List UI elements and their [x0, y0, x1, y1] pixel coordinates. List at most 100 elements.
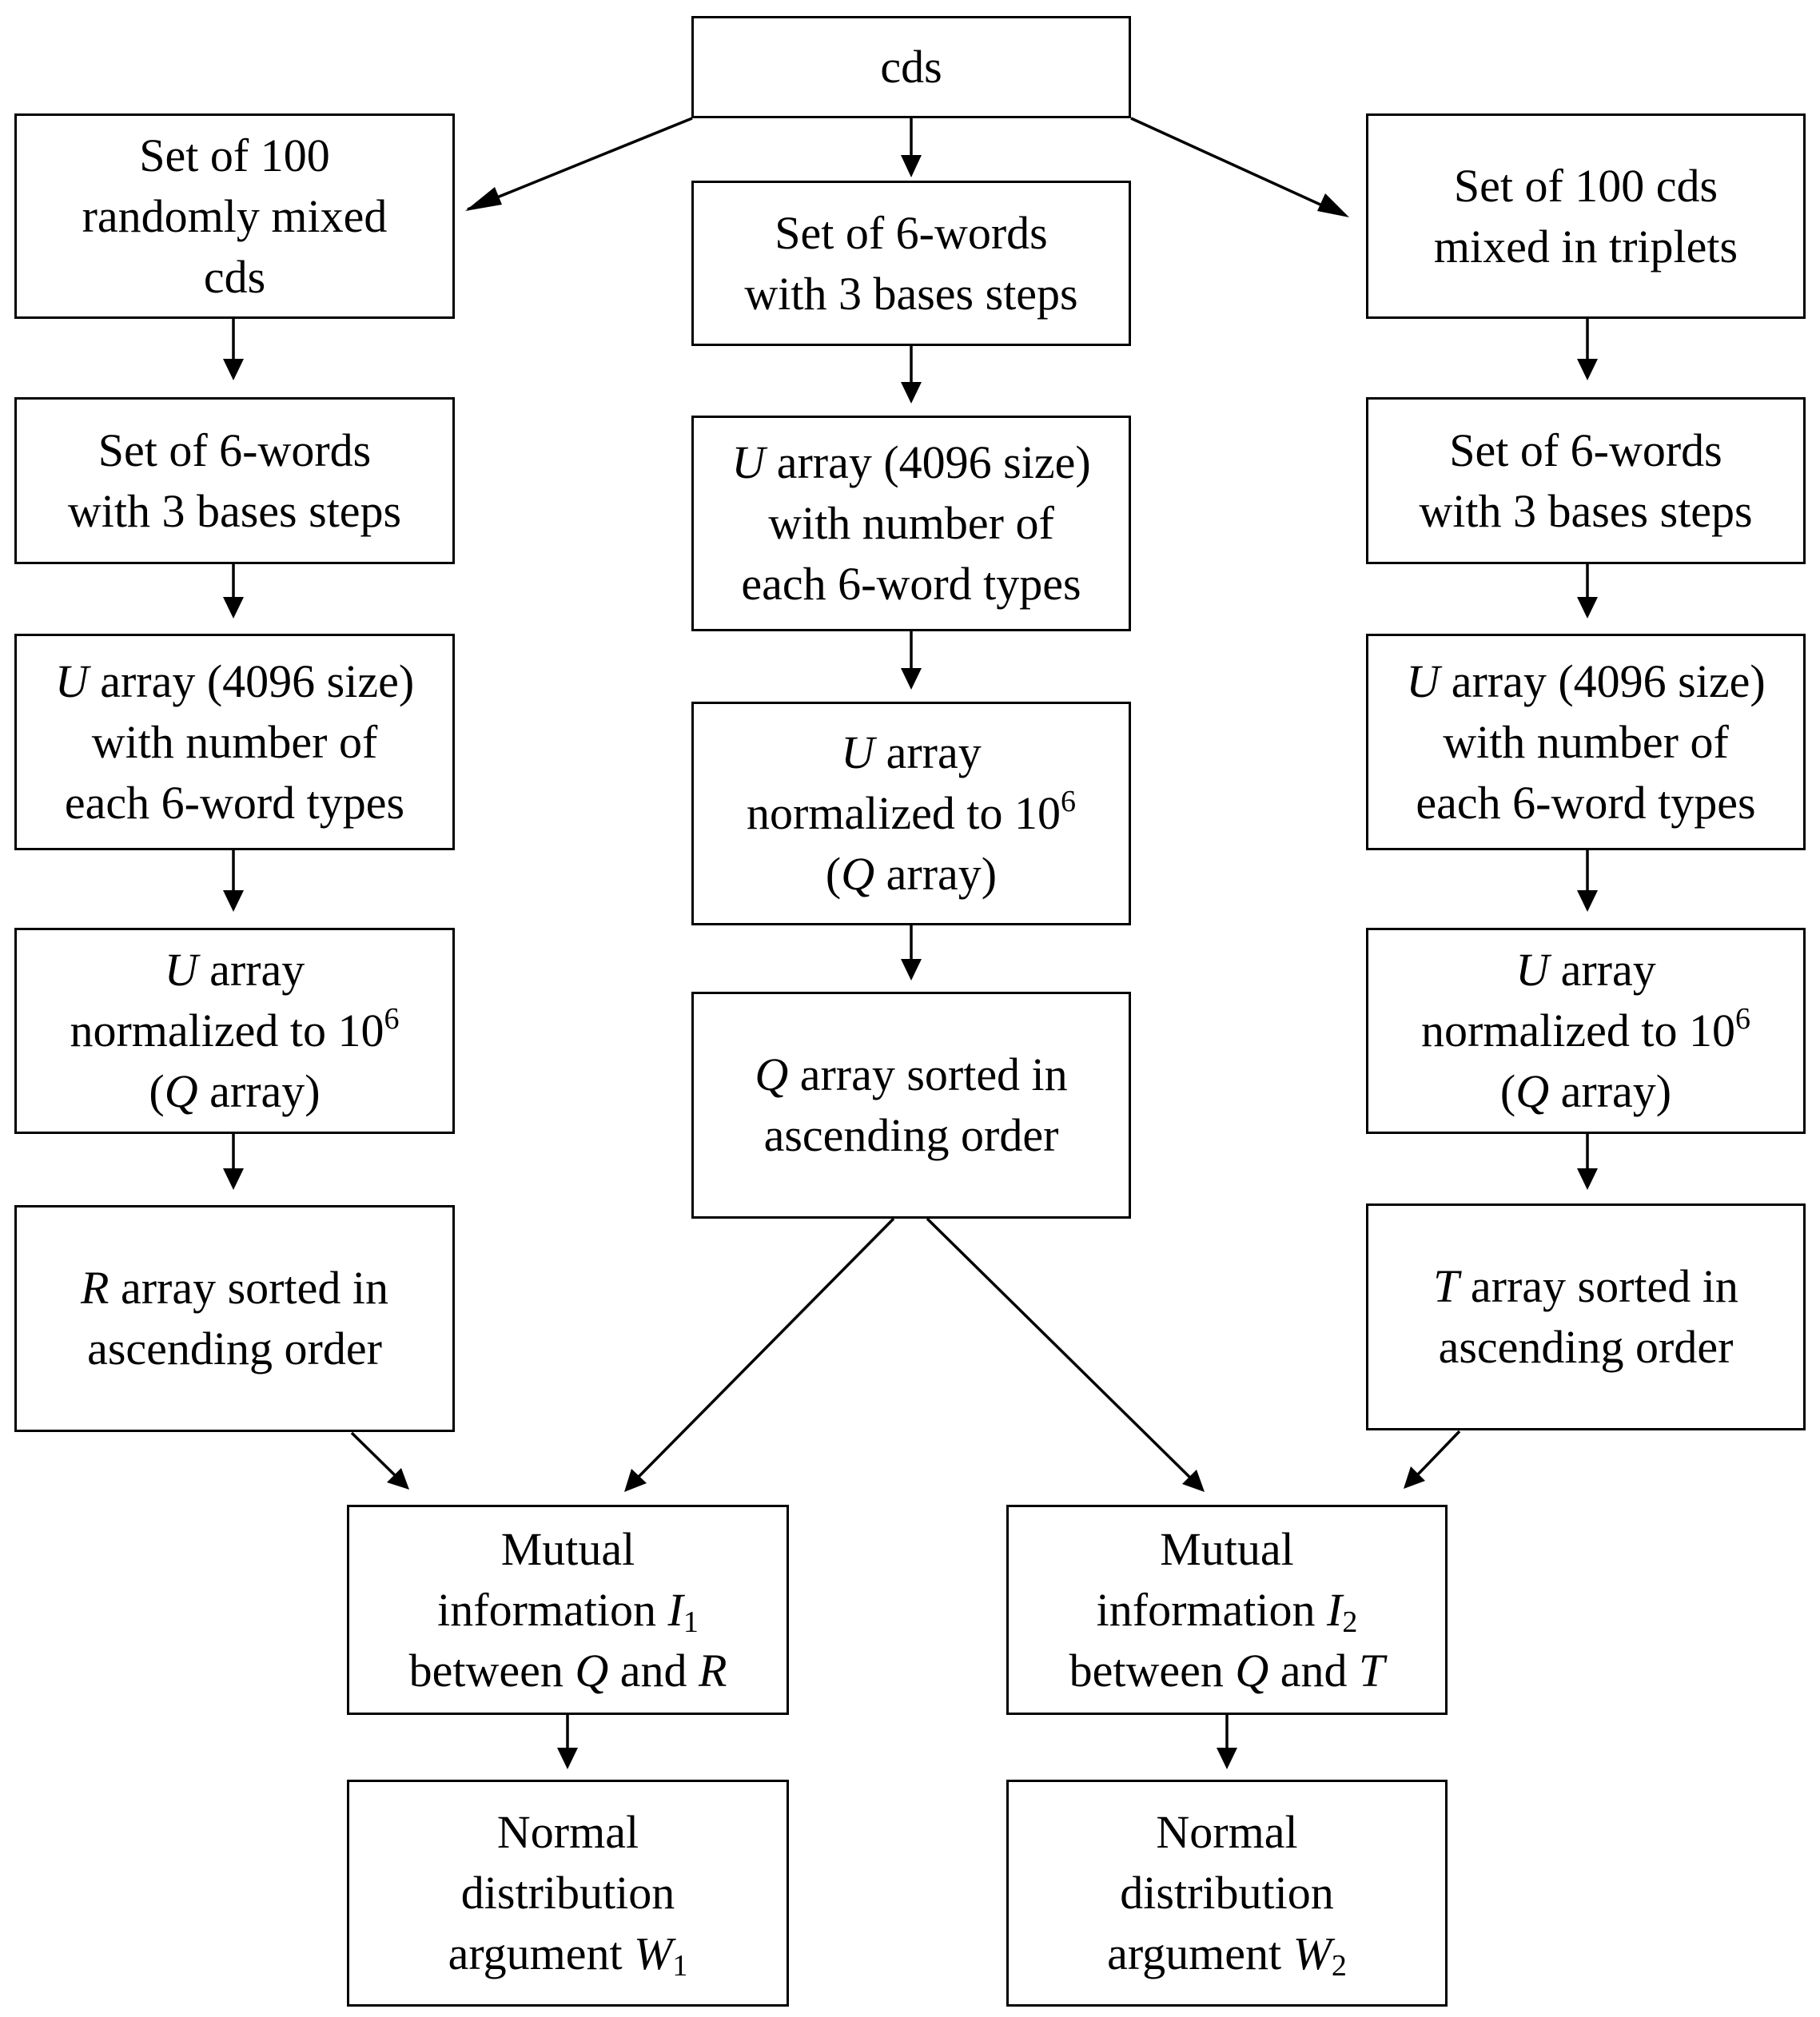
text-run: ascending order	[763, 1109, 1059, 1161]
box-text-line: each 6-word types	[741, 554, 1081, 615]
box-text-line: T array sorted in	[1433, 1256, 1738, 1317]
arrow-q-sorted-to-mi1	[624, 1217, 895, 1492]
text-run: with number of	[1443, 715, 1729, 768]
box-text-line: with number of	[1443, 712, 1729, 773]
box-text-line: R array sorted in	[81, 1258, 388, 1319]
text-run: (	[825, 848, 842, 900]
arrow-t-sorted-to-mi2	[1404, 1430, 1461, 1489]
box-text-line: U array	[841, 722, 982, 783]
box-text-line: argument W1	[448, 1924, 688, 1984]
arrow-mi2-to-nd2	[1217, 1715, 1237, 1769]
box-text-line: information I2	[1097, 1580, 1358, 1641]
text-run: argument	[448, 1927, 635, 1979]
box-text-line: each 6-word types	[1416, 773, 1755, 833]
box-text-line: Mutual	[501, 1519, 635, 1580]
text-run: and	[1268, 1644, 1360, 1697]
box-text-line: between Q and T	[1069, 1641, 1385, 1701]
text-run: with 3 bases steps	[1419, 484, 1753, 537]
text-run: each 6-word types	[741, 558, 1081, 610]
box-text-line: ascending order	[1439, 1317, 1734, 1378]
text-run: with number of	[91, 715, 378, 768]
box-text-line: Set of 100	[139, 125, 329, 186]
italic-symbol: U	[1406, 654, 1440, 707]
text-run: each 6-word types	[1416, 776, 1756, 829]
box-text-line: Normal	[497, 1802, 639, 1863]
text-run: and	[608, 1644, 699, 1697]
italic-symbol: Q	[755, 1048, 789, 1100]
box-text-line: information I1	[437, 1580, 699, 1641]
superscript: 6	[384, 1002, 400, 1036]
text-run: (	[149, 1065, 165, 1117]
text-run: Set of 6-words	[98, 424, 372, 476]
box-text-line: (Q array)	[826, 844, 997, 905]
text-run: cds	[880, 41, 942, 93]
arrow-left-1-2	[223, 319, 244, 380]
box-text-line: with number of	[92, 712, 378, 773]
arrow-right-2-3	[1577, 564, 1598, 619]
text-run: ascending order	[87, 1323, 382, 1375]
box-text-line: normalized to 106	[70, 1001, 399, 1061]
text-run: cds	[203, 250, 266, 303]
italic-symbol: Q	[841, 848, 875, 900]
subscript: 2	[1331, 1949, 1347, 1983]
box-text-line: with number of	[768, 493, 1054, 554]
text-run: array	[1549, 944, 1656, 996]
box-text-line: (Q array)	[149, 1061, 320, 1122]
box-text-line: normalized to 106	[1421, 1001, 1750, 1061]
text-run: ascending order	[1438, 1321, 1734, 1373]
text-run: Mutual	[500, 1522, 635, 1575]
box-text-line: between Q and R	[409, 1641, 727, 1701]
box-text-line: with 3 bases steps	[1419, 481, 1752, 542]
box-text-line: Normal	[1156, 1802, 1297, 1863]
box-text-line: mixed in triplets	[1434, 217, 1738, 277]
text-run: array (4096 size)	[765, 436, 1091, 488]
text-run: Normal	[1156, 1806, 1298, 1858]
box-text-line: Set of 6-words	[775, 203, 1048, 264]
text-run: array sorted in	[788, 1048, 1068, 1100]
italic-symbol: U	[164, 944, 198, 996]
text-run: array sorted in	[109, 1262, 388, 1314]
text-run: argument	[1107, 1927, 1293, 1979]
text-run: Set of 6-words	[1449, 424, 1722, 476]
left-six-words-box: Set of 6-words with 3 bases steps	[14, 397, 455, 564]
text-run: array (4096 size)	[1440, 654, 1766, 707]
arrow-center-1-2	[901, 346, 922, 404]
italic-symbol: W	[1292, 1927, 1332, 1979]
box-text-line: Set of 6-words	[1449, 420, 1722, 481]
italic-symbol: Q	[1235, 1644, 1269, 1697]
subscript: 1	[672, 1949, 688, 1983]
text-run: randomly mixed	[82, 189, 388, 242]
text-run: array)	[197, 1065, 321, 1117]
text-run: array (4096 size)	[88, 654, 415, 707]
text-run: Normal	[496, 1806, 639, 1858]
arrow-r-sorted-to-mi1	[350, 1431, 409, 1490]
arrow-right-1-2	[1577, 319, 1598, 380]
arrow-right-3-4	[1577, 850, 1598, 912]
text-run: with 3 bases steps	[67, 484, 402, 537]
arrow-center-3-4	[901, 925, 922, 981]
box-text-line: (Q array)	[1500, 1061, 1671, 1122]
cds-box: cds	[691, 16, 1131, 118]
text-run: distribution	[460, 1867, 675, 1919]
italic-symbol: Q	[164, 1065, 198, 1117]
box-text-line: distribution	[461, 1863, 675, 1924]
superscript: 6	[1735, 1002, 1750, 1036]
text-run: normalized to 10	[746, 787, 1061, 839]
italic-symbol: T	[1359, 1644, 1385, 1697]
arrow-center-2-3	[901, 631, 922, 690]
italic-symbol: T	[1433, 1260, 1460, 1312]
text-run: Mutual	[1160, 1522, 1294, 1575]
subscript: 2	[1342, 1605, 1358, 1639]
subscript: 1	[683, 1605, 699, 1639]
arrow-cds-to-left	[465, 117, 693, 211]
box-text-line: argument W2	[1107, 1924, 1347, 1984]
text-run: (	[1499, 1065, 1516, 1117]
